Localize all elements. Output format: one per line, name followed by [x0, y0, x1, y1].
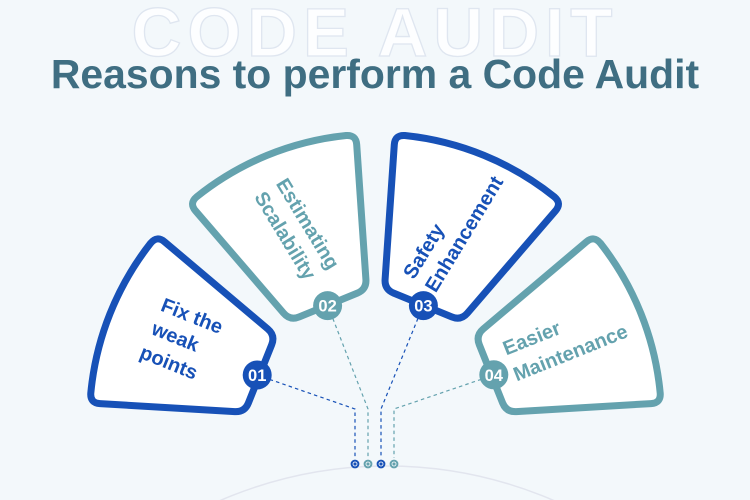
svg-text:01: 01	[248, 367, 266, 385]
svg-text:03: 03	[414, 298, 432, 316]
svg-text:04: 04	[485, 367, 504, 385]
svg-text:02: 02	[318, 298, 336, 316]
